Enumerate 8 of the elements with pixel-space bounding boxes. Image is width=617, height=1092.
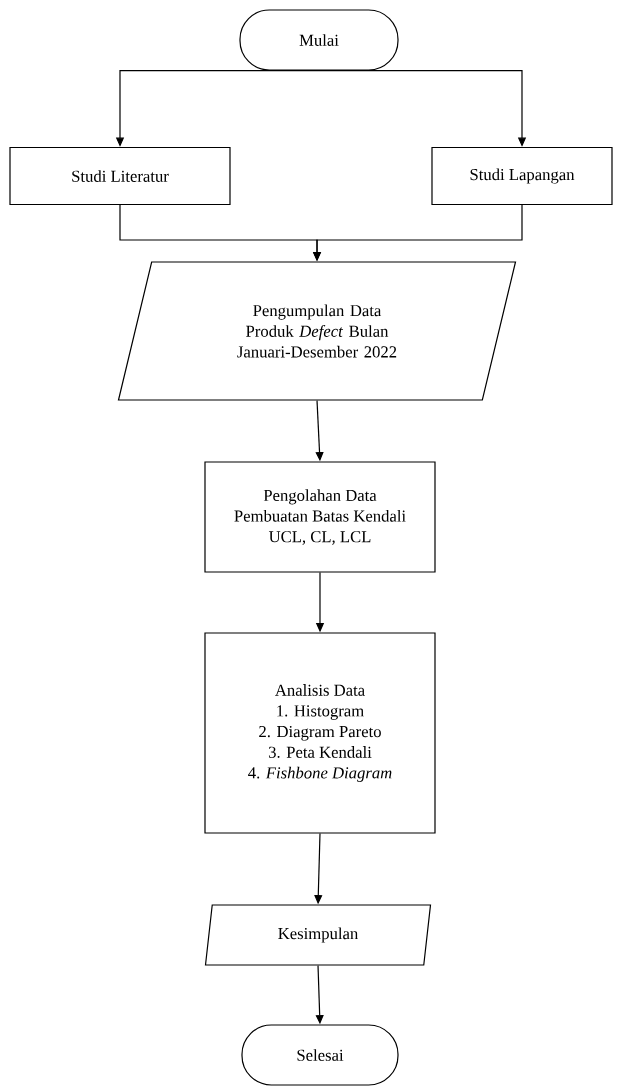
- start-terminal: Mulai: [239, 9, 399, 71]
- end-terminal: Selesai: [241, 1024, 399, 1086]
- process-box: Analisis Data 1. Histogram 2. Diagram Pareto 3. Peta Kendali 4. Fishbone Diagram: [204, 632, 436, 834]
- process-box: Pengolahan Data Pembuatan Batas Kendali UCL, CL, LCL: [204, 461, 436, 573]
- input-parallelogram: Pengumpulan Data Produk Defect Bulan Januari-Desember 2022: [117, 261, 517, 401]
- process-box: Studi Lapangan: [431, 146, 613, 206]
- process-box: Studi Literatur: [9, 146, 231, 206]
- output-parallelogram: Kesimpulan: [204, 904, 432, 966]
